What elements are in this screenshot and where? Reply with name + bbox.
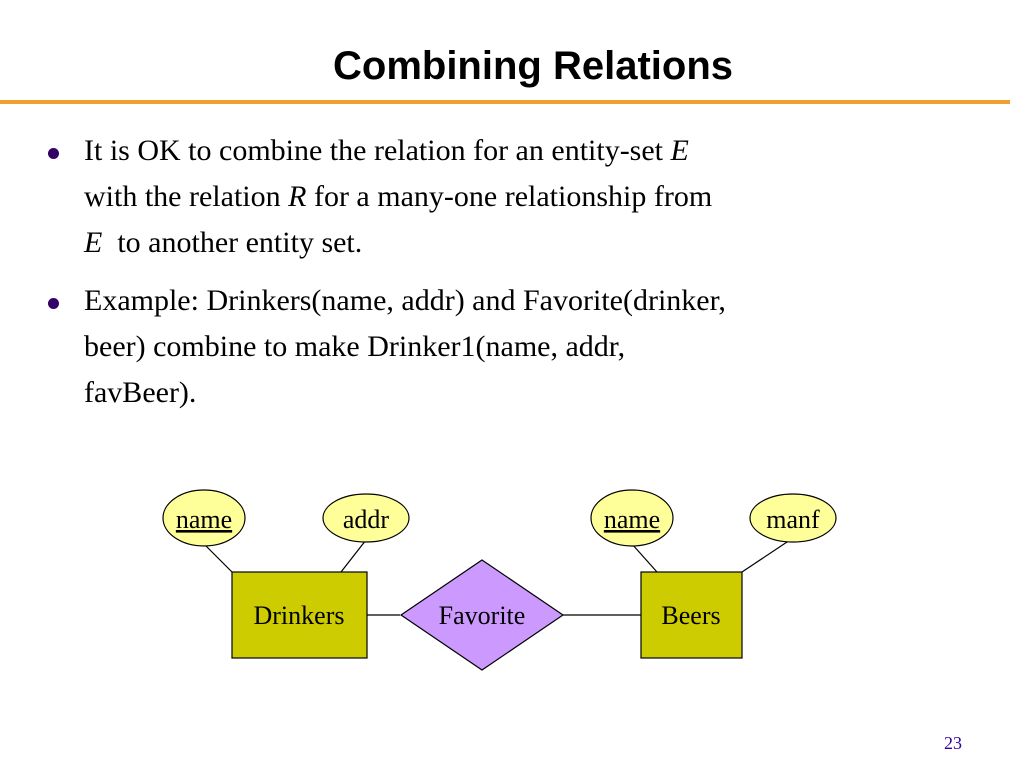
bullet-line: E to another entity set. [84, 220, 964, 266]
entity-label-drinkers: Drinkers [254, 601, 345, 630]
bullet-dot-icon [48, 298, 59, 309]
bullet-text-segment: for a many-one relationship from [306, 180, 713, 213]
entity-box [231, 571, 368, 659]
relationship-label-favorite: Favorite [439, 601, 526, 630]
entity-set-symbol: E [670, 134, 689, 167]
bullet-item: It is OK to combine the relation for an … [44, 128, 964, 266]
entity-set-symbol: E [84, 226, 103, 259]
bullet-list: It is OK to combine the relation for an … [44, 128, 964, 428]
entity-box [640, 571, 743, 659]
connector-line [741, 539, 791, 573]
slide-title: Combining Relations [333, 44, 733, 88]
attribute-oval [162, 489, 246, 547]
entity-label-beers: Beers [661, 601, 720, 630]
attribute-label-beers-manf: manf [766, 505, 820, 534]
connector-line [203, 543, 233, 573]
page-number: 23 [944, 733, 962, 753]
bullet-text-segment: with the relation [84, 180, 289, 213]
bullet-line: with the relation R for a many-one relat… [84, 174, 964, 220]
relationship-diamond [399, 559, 565, 671]
bullet-text-segment: It is OK to combine the relation for an … [84, 134, 671, 167]
attribute-label-drinkers-addr: addr [343, 505, 390, 534]
bullet-line: It is OK to combine the relation for an … [84, 128, 964, 174]
bullet-text-segment: to another entity set. [102, 226, 363, 259]
attribute-oval [749, 493, 837, 543]
bullet-line: favBeer). [84, 376, 197, 409]
attribute-oval [322, 493, 410, 543]
bullet-dot-icon [48, 148, 59, 159]
bullet-line: beer) combine to make Drinker1(name, add… [84, 330, 626, 363]
bullet-item: Example: Drinkers(name, addr) and Favori… [44, 278, 964, 416]
connector-line [631, 543, 658, 573]
title-divider [0, 100, 1010, 104]
connector-line [340, 539, 367, 573]
relationship-symbol: R [288, 180, 307, 213]
attribute-label-drinkers-name: name [176, 505, 232, 534]
attribute-oval [590, 489, 674, 547]
attribute-label-beers-name: name [604, 505, 660, 534]
bullet-line: Example: Drinkers(name, addr) and Favori… [84, 284, 726, 317]
